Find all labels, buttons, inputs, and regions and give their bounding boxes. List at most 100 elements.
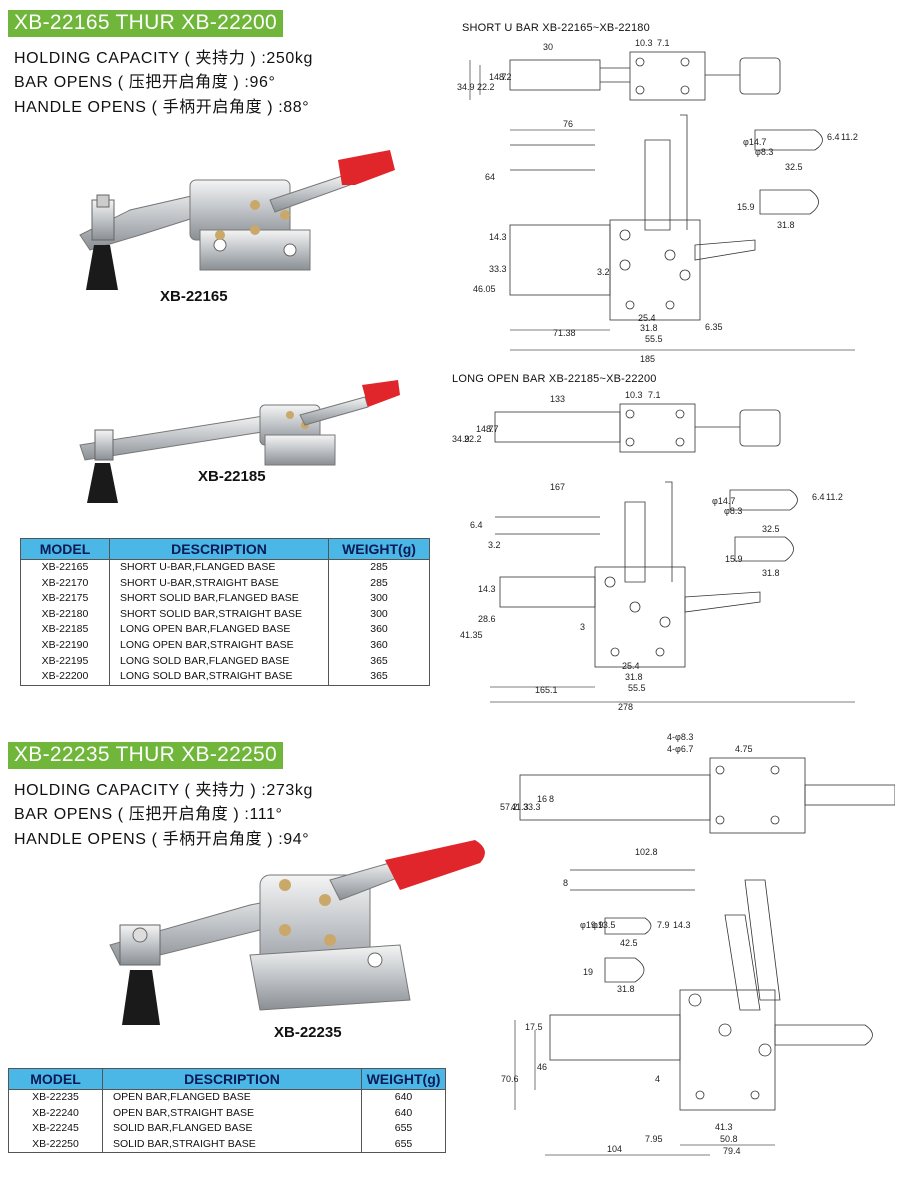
product-label-xb22185: XB-22185 [198, 468, 266, 485]
cell-weight: 285 [328, 559, 430, 576]
dim-label: 14.7 [476, 424, 494, 434]
product-label-xb22235: XB-22235 [274, 1024, 342, 1041]
dim-label: 41.3 [511, 802, 529, 812]
dim-label: 25.4 [638, 313, 656, 323]
dim-label: 167 [550, 482, 565, 492]
dim-label: 64 [485, 172, 495, 182]
dim-label: 104 [607, 1144, 622, 1154]
cell-description: SOLID BAR,STRAIGHT BASE [102, 1136, 362, 1154]
col-description: DESCRIPTION [109, 538, 329, 560]
drawing-long-open-bar: 133 10.3 7.1 34.9 22.2 14.7 8.7 167 6.4 … [452, 390, 855, 712]
cell-weight: 300 [328, 591, 430, 607]
cell-description: OPEN BAR,FLANGED BASE [102, 1089, 362, 1106]
section2-holding-capacity: HOLDING CAPACITY ( 夹持力 ) :273kg [14, 782, 313, 799]
dim-label: 76 [563, 119, 573, 129]
col-description: DESCRIPTION [102, 1068, 362, 1090]
dim-label: 8 [549, 794, 554, 804]
dim-label: 4.75 [735, 744, 753, 754]
dim-label: 185 [640, 354, 655, 364]
cell-weight: 640 [361, 1089, 446, 1106]
cell-weight: 640 [361, 1105, 446, 1122]
cell-description: SHORT U-BAR,STRAIGHT BASE [109, 575, 329, 592]
dim-label: 42.5 [620, 938, 638, 948]
dim-label: φ8.3 [724, 506, 742, 516]
cell-description: OPEN BAR,STRAIGHT BASE [102, 1105, 362, 1122]
dim-label: φ14.7 [712, 496, 735, 506]
section1-banner: XB-22165 THUR XB-22200 [8, 10, 284, 37]
cell-description: SHORT SOLID BAR,FLANGED BASE [109, 591, 329, 607]
dim-label: 14.7 [489, 72, 507, 82]
dim-label: φ19.9 [580, 920, 603, 930]
product-image-xb22235 [109, 840, 485, 1025]
dim-label: 22.2 [464, 434, 482, 444]
dim-label: 17.5 [525, 1022, 543, 1032]
section2-handle-opens: HANDLE OPENS ( 手柄开启角度 ) :94° [14, 831, 310, 848]
dim-label: 41.35 [460, 630, 483, 640]
drawing-title-short-u-bar: SHORT U BAR XB-22165~XB-22180 [462, 22, 650, 34]
dim-label: φ8.3 [755, 147, 773, 157]
cell-weight: 655 [361, 1136, 446, 1154]
cell-description: SHORT U-BAR,FLANGED BASE [109, 559, 329, 576]
dim-label: 15.9 [737, 202, 755, 212]
product-image-xb22165 [79, 150, 395, 290]
drawing-xb22235: 4-φ8.3 4-φ6.7 4.75 57.2 41.3 33.3 16 8 1… [500, 732, 895, 1156]
dim-label: 31.8 [617, 984, 635, 994]
dim-label: 31.8 [762, 568, 780, 578]
dim-label: 7.9 [657, 920, 670, 930]
dim-label: φ14.7 [743, 137, 766, 147]
cell-model: XB-22175 [20, 591, 110, 607]
dim-label: 4-φ8.3 [667, 732, 693, 742]
dim-label: 10.3 [635, 38, 653, 48]
cell-model: XB-22245 [8, 1121, 103, 1137]
dim-label: 31.8 [777, 220, 795, 230]
cell-model: XB-22195 [20, 653, 110, 670]
cell-model: XB-22180 [20, 606, 110, 623]
dim-label: 46.05 [473, 284, 496, 294]
section1-handle-opens: HANDLE OPENS ( 手柄开启角度 ) :88° [14, 99, 310, 116]
dim-label: 4 [655, 1074, 660, 1084]
cell-weight: 365 [328, 669, 430, 686]
dim-label: 14.3 [489, 232, 507, 242]
dim-label: 28.6 [478, 614, 496, 624]
dim-label: 7.1 [657, 38, 670, 48]
cell-weight: 285 [328, 575, 430, 592]
cell-description: SHORT SOLID BAR,STRAIGHT BASE [109, 606, 329, 623]
cell-model: XB-22235 [8, 1089, 103, 1106]
dim-label: 16 [537, 794, 547, 804]
cell-model: XB-22170 [20, 575, 110, 592]
dim-label: 57.2 [500, 802, 518, 812]
dim-label: 8.2 [499, 72, 512, 82]
drawing-short-u-bar: 30 10.3 7.1 34.9 22.2 14.7 8.2 76 64 φ14… [457, 38, 858, 364]
cell-model: XB-22165 [20, 559, 110, 576]
cell-weight: 655 [361, 1121, 446, 1137]
dim-label: 32.5 [762, 524, 780, 534]
dim-label: 6.4 [827, 132, 840, 142]
dim-label: 19 [583, 967, 593, 977]
dim-label: 7.1 [648, 390, 661, 400]
dim-label: 3 [580, 622, 585, 632]
col-model: MODEL [20, 538, 110, 560]
dim-label: 14.3 [673, 920, 691, 930]
dim-label: 8 [563, 878, 568, 888]
dim-label: 50.8 [720, 1134, 738, 1144]
dim-label: 55.5 [628, 683, 646, 693]
cell-model: XB-22185 [20, 622, 110, 638]
dim-label: 41.3 [715, 1122, 733, 1132]
dim-label: 79.4 [723, 1146, 741, 1156]
dim-label: 102.8 [635, 847, 658, 857]
product-image-xb22185 [79, 380, 400, 503]
section2-banner: XB-22235 THUR XB-22250 [8, 742, 284, 769]
dim-label: 32.5 [785, 162, 803, 172]
dim-label: 70.6 [501, 1074, 519, 1084]
section2-bar-opens: BAR OPENS ( 压把开启角度 ) :111° [14, 806, 283, 823]
cell-weight: 300 [328, 606, 430, 623]
cell-description: LONG SOLD BAR,STRAIGHT BASE [109, 669, 329, 686]
dim-label: 31.8 [640, 323, 658, 333]
